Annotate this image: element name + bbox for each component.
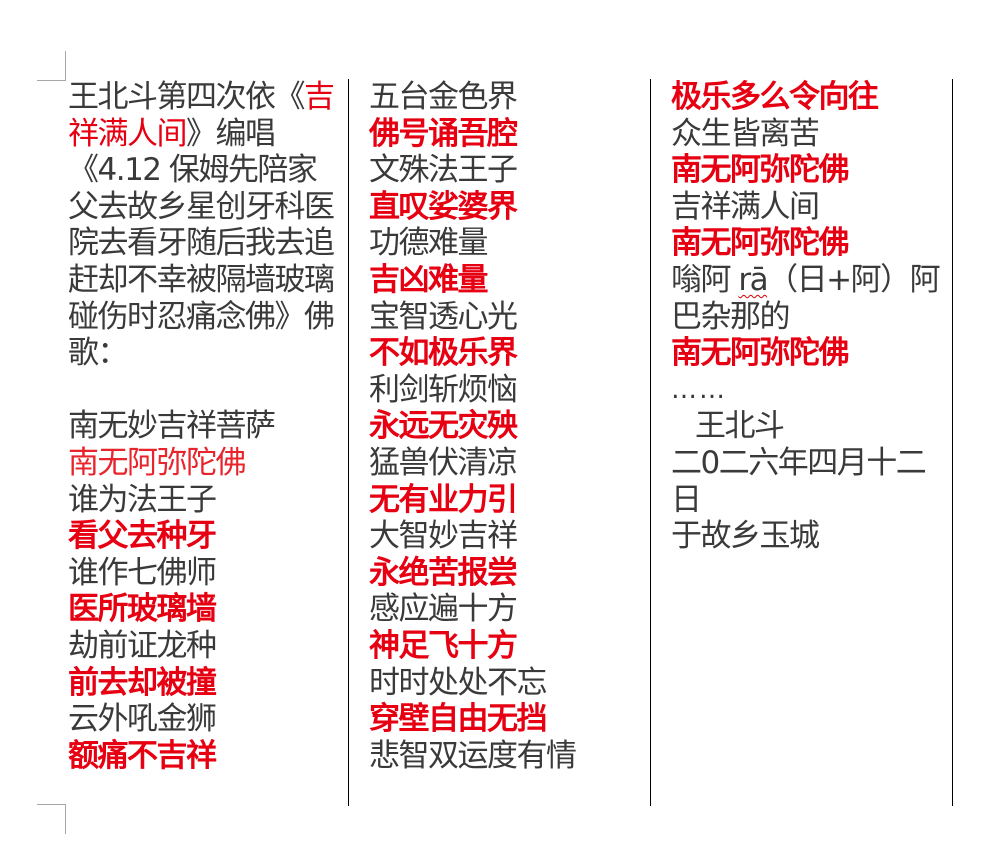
verse-line: 劫前证龙种	[68, 627, 217, 664]
verse-line: 南无阿弥陀佛	[68, 444, 247, 481]
verse-line: 众生皆离苦	[671, 115, 820, 152]
intro-title-red: 吉祥满人间	[68, 79, 335, 152]
date-line-1: 二0二六年四月十二	[671, 444, 927, 481]
verse-line: 时时处处不忘	[369, 664, 548, 701]
verse-line: 悲智双运度有情	[369, 737, 577, 774]
column-divider-2	[650, 79, 651, 806]
margin-corner-mark-top-left	[37, 51, 66, 81]
verse-line: 永远无灾殃	[369, 408, 518, 445]
verse-line: 不如极乐界	[369, 335, 518, 372]
mantra-line-1: 嗡阿 rā（日+阿）阿	[671, 262, 946, 299]
verse-line: 谁作七佛师	[68, 554, 217, 591]
mantra-text-2: （日+阿）阿	[767, 261, 940, 298]
text-column-3[interactable]: 极乐多么令向往众生皆离苦南无阿弥陀佛吉祥满人间南无阿弥陀佛 嗡阿 rā（日+阿）…	[671, 79, 946, 555]
verse-line: 穿壁自由无挡	[369, 701, 548, 738]
verse-line: 永绝苦报尝	[369, 554, 518, 591]
verse-line: 云外吼金狮	[68, 701, 217, 738]
text-column-2[interactable]: 五台金色界佛号诵吾腔文殊法王子直叹娑婆界功德难量吉凶难量宝智透心光不如极乐界利剑…	[369, 79, 641, 774]
intro-text-part1: 王北斗第四次依《	[68, 79, 306, 115]
verse-line: 五台金色界	[369, 79, 518, 115]
verse-line: 感应遍十方	[369, 591, 518, 628]
blank-line	[68, 372, 340, 409]
verse-line: 神足飞十方	[369, 627, 518, 664]
verse-line: 南无阿弥陀佛	[671, 225, 850, 262]
verse-line: 谁为法王子	[68, 481, 217, 518]
verse-line: 大智妙吉祥	[369, 518, 518, 555]
spellcheck-flagged-word[interactable]: rā	[738, 261, 768, 298]
verse-line: 文殊法王子	[369, 152, 518, 189]
verse-line: 宝智透心光	[369, 298, 518, 335]
verse-line: 吉凶难量	[369, 261, 489, 298]
verse-line: 功德难量	[369, 225, 489, 262]
intro-paragraph[interactable]: 王北斗第四次依《吉祥满人间》编唱《4.12 保姆先陪家父去故乡星创牙科医院去看牙…	[68, 79, 340, 372]
verse-lines-col1: 南无妙吉祥菩萨南无阿弥陀佛谁为法王子看父去种牙谁作七佛师医所玻璃墙劫前证龙种前去…	[68, 408, 340, 774]
ellipsis: ……	[671, 374, 727, 405]
verse-line: 吉祥满人间	[671, 188, 820, 225]
mantra-text: 嗡阿	[671, 261, 739, 298]
verse-lines-col2: 五台金色界佛号诵吾腔文殊法王子直叹娑婆界功德难量吉凶难量宝智透心光不如极乐界利剑…	[369, 79, 641, 774]
verse-line: 猛兽伏清凉	[369, 444, 518, 481]
verse-line: 极乐多么令向往	[671, 79, 879, 115]
verse-line: 南无妙吉祥菩萨	[68, 408, 276, 445]
verse-line: 医所玻璃墙	[68, 591, 217, 628]
verse-line: 利剑斩烦恼	[369, 371, 518, 408]
signature: 王北斗	[695, 408, 785, 445]
verse-lines-col3: 极乐多么令向往众生皆离苦南无阿弥陀佛吉祥满人间南无阿弥陀佛	[671, 79, 946, 262]
mantra-line-2: 巴杂那的	[671, 298, 791, 335]
date-line-2: 日	[671, 481, 702, 518]
text-column-1[interactable]: 王北斗第四次依《吉祥满人间》编唱《4.12 保姆先陪家父去故乡星创牙科医院去看牙…	[68, 79, 340, 774]
verse-line: 直叹娑婆界	[369, 188, 518, 225]
margin-corner-mark-bottom-left	[37, 804, 66, 834]
place-line: 于故乡玉城	[671, 518, 820, 555]
verse-line: 前去却被撞	[68, 664, 217, 701]
verse-line: 无有业力引	[369, 481, 518, 518]
closing-refrain: 南无阿弥陀佛	[671, 335, 850, 372]
verse-line: 南无阿弥陀佛	[671, 152, 850, 189]
verse-line: 佛号诵吾腔	[369, 115, 518, 152]
intro-text-part3: 》编唱《4.12 保姆先陪家父去故乡星创牙科医院去看牙随后我去追赶却不幸被隔墙玻…	[68, 115, 335, 372]
verse-line: 额痛不吉祥	[68, 737, 217, 774]
column-divider-3	[952, 79, 953, 806]
verse-line: 看父去种牙	[68, 518, 217, 555]
column-divider-1	[348, 79, 349, 806]
